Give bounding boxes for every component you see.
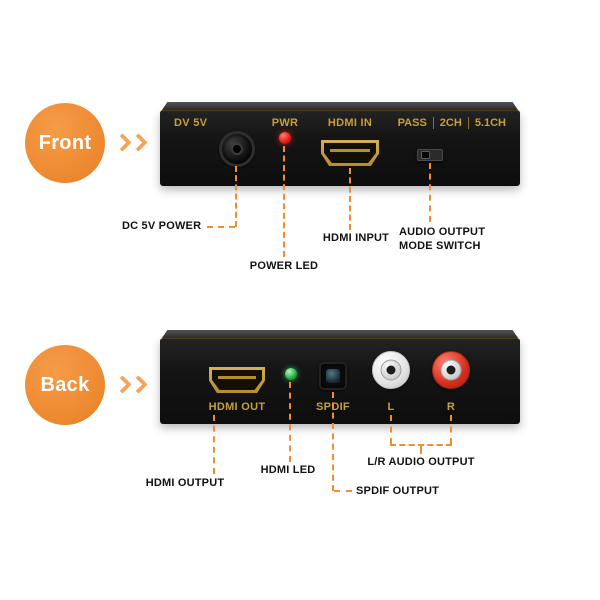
hdmi-input-slot [324,143,376,163]
dc-power-leader-line [235,166,237,227]
left-panel-label: L [387,401,395,413]
hdmi-output-port [209,367,265,393]
hdmi-input-port [321,140,379,166]
audio-mode-switch [417,149,443,161]
back-badge: Back [25,345,105,425]
dc-power-jack [219,131,255,167]
rca-right-leader-line [450,415,452,444]
rca-right-hole [446,365,456,375]
dc-power-callout: DC 5V POWER [122,220,202,232]
back-chevrons-icon [113,375,148,394]
rca-left-jack [372,351,410,389]
mode-switch-callout: AUDIO OUTPUT MODE SWITCH [399,225,485,253]
dc-power-leader-elbow [207,226,235,228]
hdmi-led-callout: HDMI LED [260,464,316,476]
mode-switch-panel-labels: PASS 2CH 5.1CH [392,117,512,129]
rca-left-hole [386,365,396,375]
pwr-panel-label: PWR [271,117,299,129]
mode-switch-option-2ch: 2CH [432,117,468,129]
front-panel-top-edge [162,102,518,110]
spdif-output-callout: SPDIF OUTPUT [356,485,440,497]
front-badge: Front [25,103,105,183]
dc-power-jack-hole [231,143,243,155]
mode-switch-option-51ch: 5.1CH [467,117,512,129]
lr-leader-bridge [390,444,452,446]
audio-mode-switch-knob [421,151,430,159]
hdmi-in-panel-label: HDMI IN [327,117,373,129]
lr-leader-stub [420,446,422,454]
hdmi-output-slot [212,370,262,390]
power-led-callout: POWER LED [249,260,319,272]
back-badge-label: Back [40,373,90,396]
rca-left-leader-line [390,415,392,444]
back-panel-top-edge [162,330,518,338]
dc-5v-panel-label: DV 5V [174,117,208,129]
hdmi-output-leader-line [213,415,215,474]
hdmi-input-leader-line [349,168,351,230]
hdmi-input-callout: HDMI INPUT [322,232,390,244]
mode-switch-leader-line [429,163,431,222]
back-panel: HDMI OUT SPDIF L R [160,338,520,424]
right-panel-label: R [446,401,456,413]
hdmi-output-pins [218,375,256,379]
spdif-leader-elbow [334,490,352,492]
power-led-leader-line [283,146,285,257]
mode-switch-callout-line2: MODE SWITCH [399,240,481,252]
hdmi-led [285,368,297,380]
hdmi-out-panel-label: HDMI OUT [208,401,266,413]
mode-switch-callout-line1: AUDIO OUTPUT [399,226,486,238]
front-badge-label: Front [38,131,92,154]
spdif-leader-line [332,392,334,491]
power-led [279,132,291,144]
spdif-port [319,362,347,390]
hdmi-input-pins [330,148,370,152]
hdmi-output-callout: HDMI OUTPUT [145,477,225,489]
spdif-lens [326,369,340,383]
mode-switch-option-pass: PASS [397,117,427,129]
chevron-right-icon [129,375,148,394]
front-panel: DV 5V PWR HDMI IN PASS 2CH 5.1CH [160,110,520,186]
lr-audio-output-callout: L/R AUDIO OUTPUT [367,456,475,468]
hdmi-led-leader-line [289,382,291,462]
rca-right-jack [432,351,470,389]
